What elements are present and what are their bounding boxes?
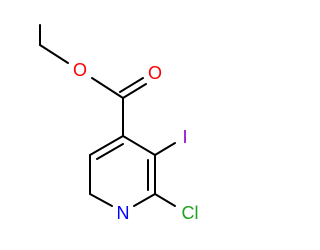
bond-c5-c4: [89, 135, 124, 156]
bond-c3-iodine: [154, 142, 176, 156]
atom-iodine: I: [182, 127, 187, 147]
bond-carbonylc-ocarbonyl-1: [122, 83, 147, 99]
atom-labels: O O I N Cl: [73, 60, 199, 223]
bond-c5-c4-inner: [96, 143, 124, 160]
atom-nitrogen: N: [117, 203, 130, 223]
atom-chlorine: Cl: [182, 203, 199, 223]
bond-n-c6: [89, 193, 113, 207]
bond-c2-chlorine: [154, 193, 176, 207]
atom-o-carbonyl: O: [148, 63, 162, 83]
bonds: [39, 24, 176, 207]
skeletal-formula: O O I N Cl: [39, 24, 199, 223]
bond-carbonylc-ocarbonyl-2: [119, 77, 144, 93]
bond-oester-carbonylc: [91, 77, 124, 99]
bond-c2-n: [133, 193, 156, 207]
bond-ch2-oester: [39, 44, 69, 64]
atom-o-ester: O: [73, 60, 87, 80]
bond-c4-c3: [122, 135, 156, 156]
